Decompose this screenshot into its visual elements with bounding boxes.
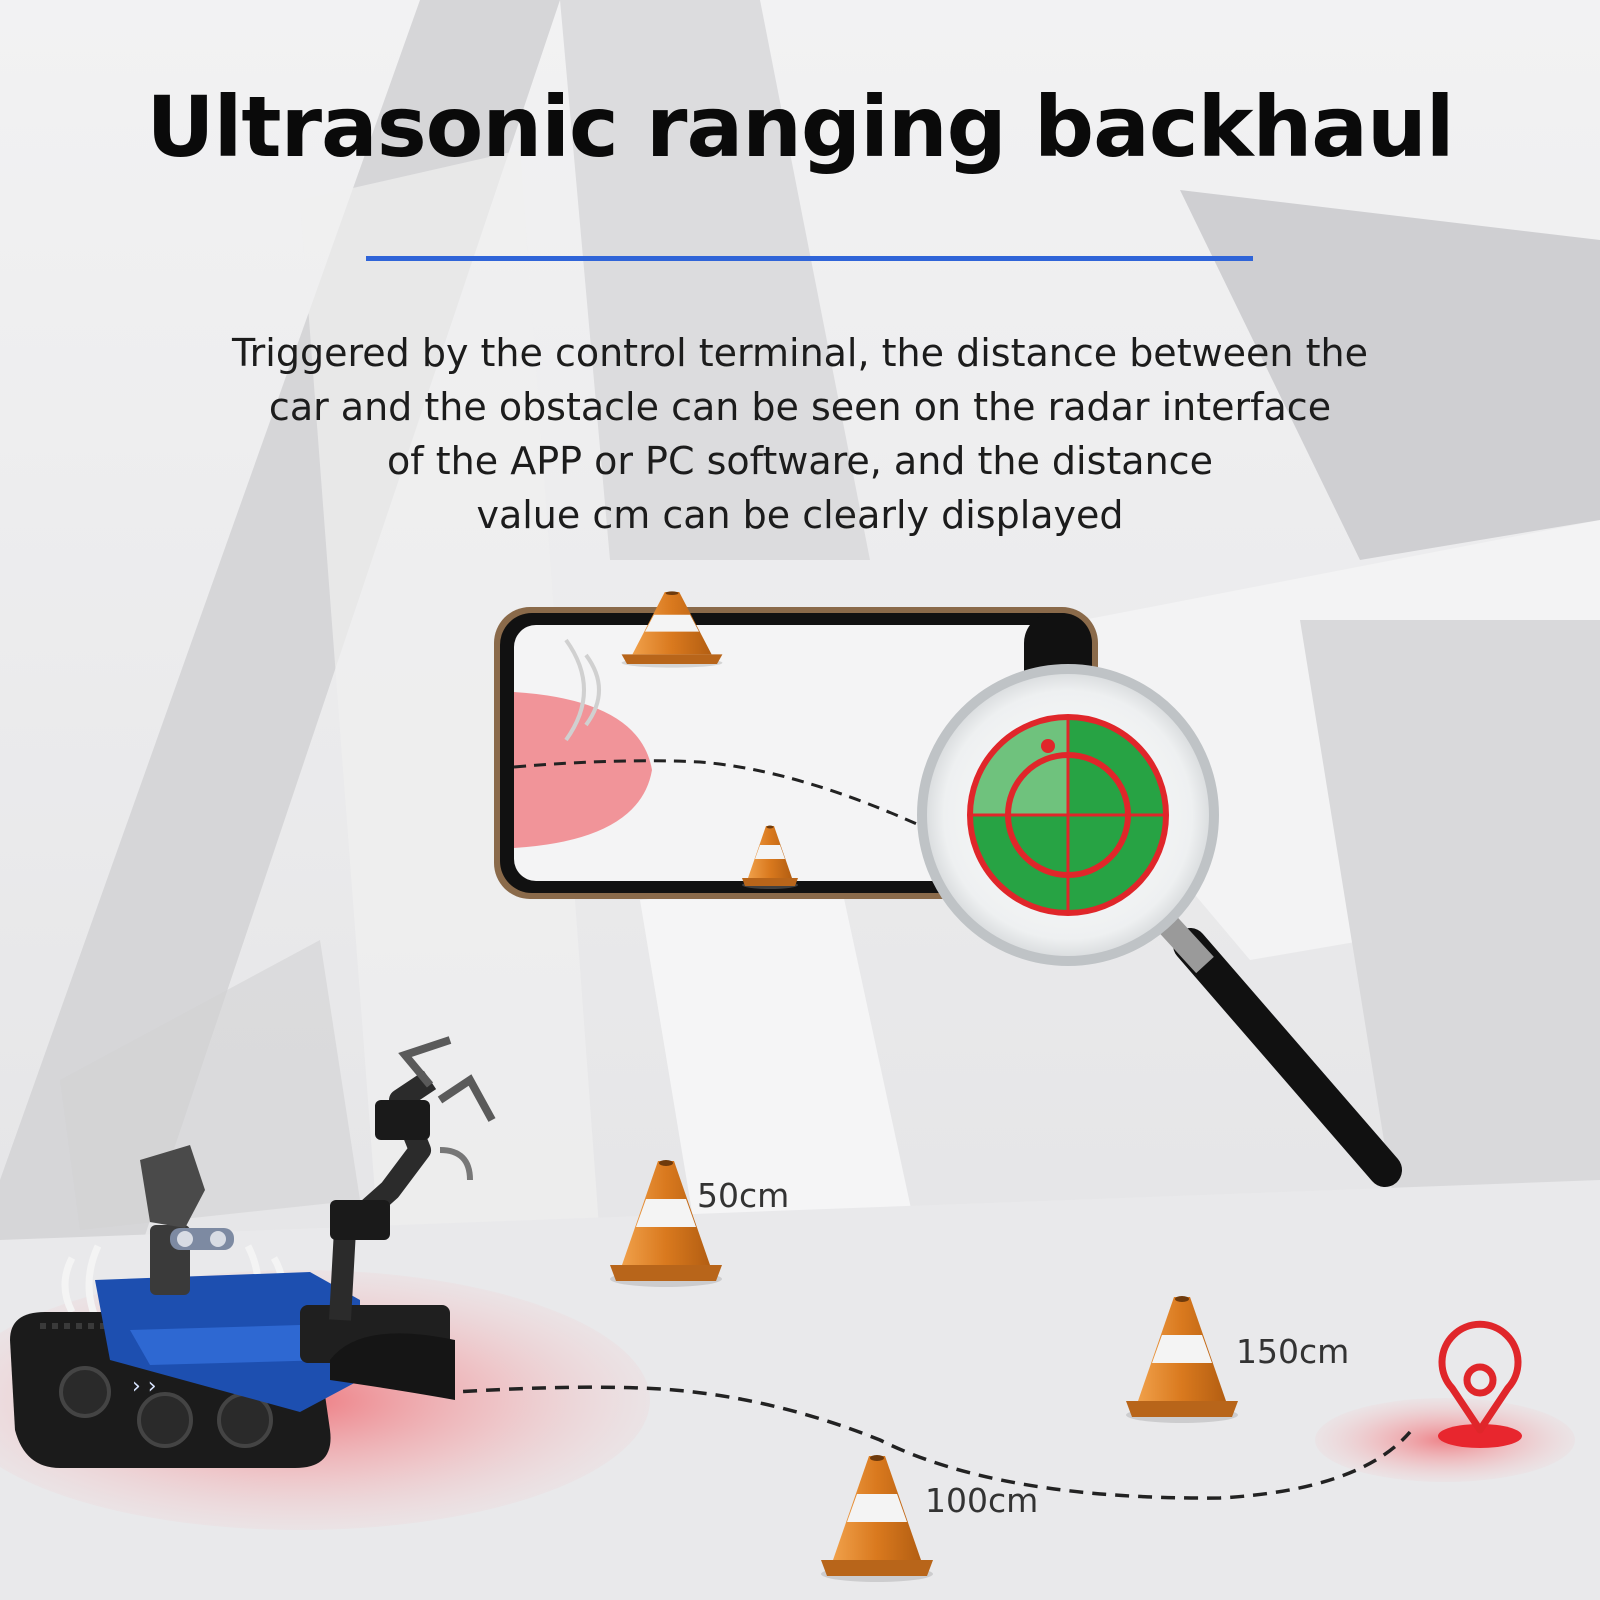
distance-label-150: 150cm bbox=[1236, 1332, 1350, 1371]
page-title: Ultrasonic ranging backhaul bbox=[146, 78, 1454, 176]
distance-label-100: 100cm bbox=[925, 1481, 1039, 1520]
location-pin-icon bbox=[1438, 1320, 1522, 1434]
svg-text:› ›: › › bbox=[132, 1374, 157, 1399]
distance-label-50: 50cm bbox=[697, 1176, 790, 1215]
magnifier-icon bbox=[917, 664, 1402, 1187]
description-line: value cm can be clearly displayed bbox=[476, 493, 1124, 537]
description-line: of the APP or PC software, and the dista… bbox=[387, 439, 1213, 483]
title-underline bbox=[366, 256, 1253, 261]
description-line: Triggered by the control terminal, the d… bbox=[232, 331, 1368, 375]
robot-tank-icon: › › bbox=[10, 1036, 496, 1468]
radar-icon bbox=[967, 714, 1169, 916]
description-line: car and the obstacle can be seen on the … bbox=[268, 385, 1332, 429]
description: Triggered by the control terminal, the d… bbox=[150, 326, 1450, 542]
